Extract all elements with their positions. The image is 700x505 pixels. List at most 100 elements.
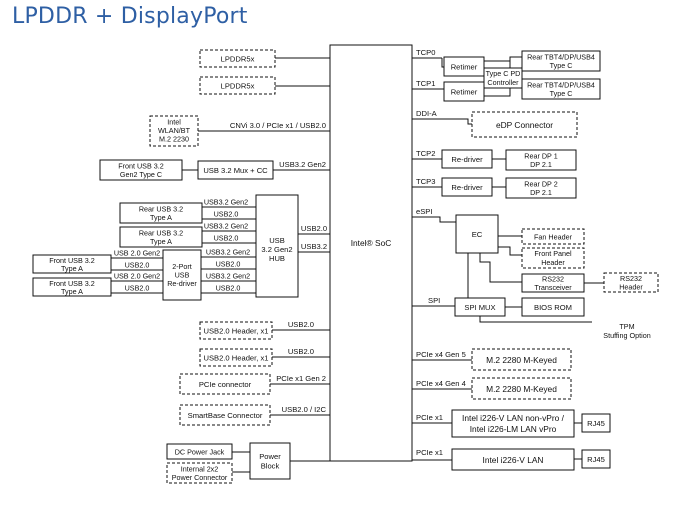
wlan-module-line1: Intel <box>167 118 181 127</box>
lan-vpro-line1: Intel i226-V LAN non-vPro / <box>462 413 565 423</box>
ddi-link <box>412 118 472 125</box>
internal-power-box <box>166 462 233 484</box>
rear-usb-typea-1-line2: Type A <box>150 213 172 222</box>
internal-power-line1: Internal 2x2 <box>181 465 219 474</box>
power-block-line1: Power <box>259 452 281 461</box>
lan-vpro-link-label: PCIe x1 <box>416 413 443 422</box>
spi-label: SPI <box>428 296 440 305</box>
rear-link-3-label: USB3.2 Gen2 <box>204 222 248 231</box>
soc-label: Intel® SoC <box>351 238 392 248</box>
fan-header-label: Fan Header <box>534 233 573 242</box>
spi-mux-label: SPI MUX <box>464 303 495 312</box>
usb-mux-link-label: USB3.2 Gen2 <box>279 160 326 169</box>
rear-tbt4-2-line1: Rear TBT4/DP/USB4 <box>527 81 595 90</box>
front-link-4-label: USB2.0 <box>125 284 150 293</box>
wlan-module-line3: M.2 2230 <box>159 135 189 144</box>
rj45-1-box <box>581 413 611 433</box>
type-c-pd-line2: Controller <box>487 78 519 87</box>
rs232-transceiver-line2: Transceiver <box>534 283 572 292</box>
tcp3-label: TCP3 <box>416 177 435 186</box>
cnvi-link-label: CNVi 3.0 / PCIe x1 / USB2.0 <box>230 121 326 130</box>
front-usb-typea-1-line2: Type A <box>61 264 83 273</box>
rear-usb-typea-2-box <box>119 226 203 248</box>
lpddr5x-1-box <box>199 49 276 68</box>
usb-hub-line2: 3.2 Gen2 <box>261 245 292 254</box>
tcp0-link-drop <box>441 58 444 68</box>
front-usb-typea-2-line1: Front USB 3.2 <box>49 279 95 288</box>
spi-tpm-link <box>479 316 592 323</box>
wlan-module-line2: WLAN/BT <box>158 126 191 135</box>
rj45-1-label: RJ45 <box>587 419 605 428</box>
ddi-label: DDI-A <box>416 109 438 118</box>
rear-dp2-line1: Rear DP 2 <box>524 180 557 189</box>
rear-dp1-line1: Rear DP 1 <box>524 152 557 161</box>
rear-usb-typea-2-line2: Type A <box>150 237 172 246</box>
soc-block <box>329 44 413 462</box>
power-block-line2: Block <box>261 462 280 471</box>
usb-hub-line1: USB <box>269 236 285 245</box>
rj45-2-label: RJ45 <box>587 455 605 464</box>
front-usb-typea-1-line1: Front USB 3.2 <box>49 256 95 265</box>
usb2-header-1-link-label: USB2.0 <box>288 320 314 329</box>
rs232-transceiver-line1: RS232 <box>542 275 564 284</box>
usb-mux-label: USB 3.2 Mux + CC <box>203 166 268 175</box>
fan-header-box <box>521 228 585 245</box>
retimer-2-box <box>443 81 485 102</box>
pcie-connector-label: PCIe connector <box>199 380 252 389</box>
wlan-module-box <box>149 115 199 147</box>
front-link-2-label: USB2.0 <box>125 261 150 270</box>
usb-hub-box <box>255 194 299 298</box>
redriver-hub-link-2-label: USB2.0 <box>216 260 241 269</box>
edp-connector-label: eDP Connector <box>496 120 553 130</box>
usb-redriver-box <box>162 249 202 301</box>
ec-rs232-link <box>479 253 522 283</box>
m2-gen4-label: M.2 2280 M-Keyed <box>486 384 557 394</box>
rs232-header-line1: RS232 <box>620 274 642 283</box>
edp-connector-box <box>471 111 578 138</box>
retimer-1-label: Retimer <box>451 63 478 72</box>
rear-tbt4-2-box <box>521 78 601 100</box>
rear-usb-typea-2-line1: Rear USB 3.2 <box>139 229 183 238</box>
espi-link <box>412 216 456 223</box>
lpddr5x-2-box <box>199 76 276 95</box>
rear-usb-typea-1-box <box>119 202 203 224</box>
type-c-pd-line1: Type C PD <box>486 69 521 78</box>
front-usb-typea-1-box <box>32 254 112 274</box>
tcp1-label: TCP1 <box>416 79 435 88</box>
rear-dp1-line2: DP 2.1 <box>530 160 552 169</box>
usb2-header-1-label: USB2.0 Header, x1 <box>203 327 268 336</box>
rear-link-2-label: USB2.0 <box>214 210 239 219</box>
front-panel-line1: Front Panel <box>534 249 572 258</box>
rear-link-4-label: USB2.0 <box>214 234 239 243</box>
lpddr5x-1-label: LPDDR5x <box>221 55 255 64</box>
bios-rom-box <box>521 297 585 317</box>
hub-soc-link-2-label: USB3.2 <box>301 242 327 251</box>
rear-tbt4-2-line2: Type C <box>550 89 573 98</box>
usb2-header-2-link-label: USB2.0 <box>288 347 314 356</box>
front-usb-typec-line2: Gen2 Type C <box>120 170 162 179</box>
ec-box <box>455 214 499 254</box>
usb-redriver-line3: Re-driver <box>167 279 197 288</box>
smartbase-label: SmartBase Connector <box>188 411 263 420</box>
m2-gen4-link-label: PCIe x4 Gen 4 <box>416 379 466 388</box>
m2-gen4-box <box>471 377 572 400</box>
front-panel-box <box>521 247 585 269</box>
usb2-header-2-label: USB2.0 Header, x1 <box>203 354 268 363</box>
rj45-2-box <box>581 449 611 469</box>
front-usb-typec-line1: Front USB 3.2 <box>118 162 164 171</box>
retimer-2-label: Retimer <box>451 88 478 97</box>
retimer-1-box <box>443 56 485 77</box>
lan-vpro-box <box>451 409 575 438</box>
ec-front-panel-link <box>498 246 522 256</box>
rs232-header-line2: Header <box>619 283 643 292</box>
front-panel-line2: Header <box>541 258 565 267</box>
redriver-dp2-label: Re-driver <box>451 183 483 192</box>
dc-power-jack-label: DC Power Jack <box>175 448 225 457</box>
m2-gen5-link-label: PCIe x4 Gen 5 <box>416 350 466 359</box>
m2-gen5-label: M.2 2280 M-Keyed <box>486 355 557 365</box>
rear-dp1-box <box>505 149 577 171</box>
retimer2-rear-link <box>484 87 522 97</box>
front-link-1-label: USB 2.0 Gen2 <box>114 249 160 258</box>
rear-dp2-box <box>505 177 577 199</box>
